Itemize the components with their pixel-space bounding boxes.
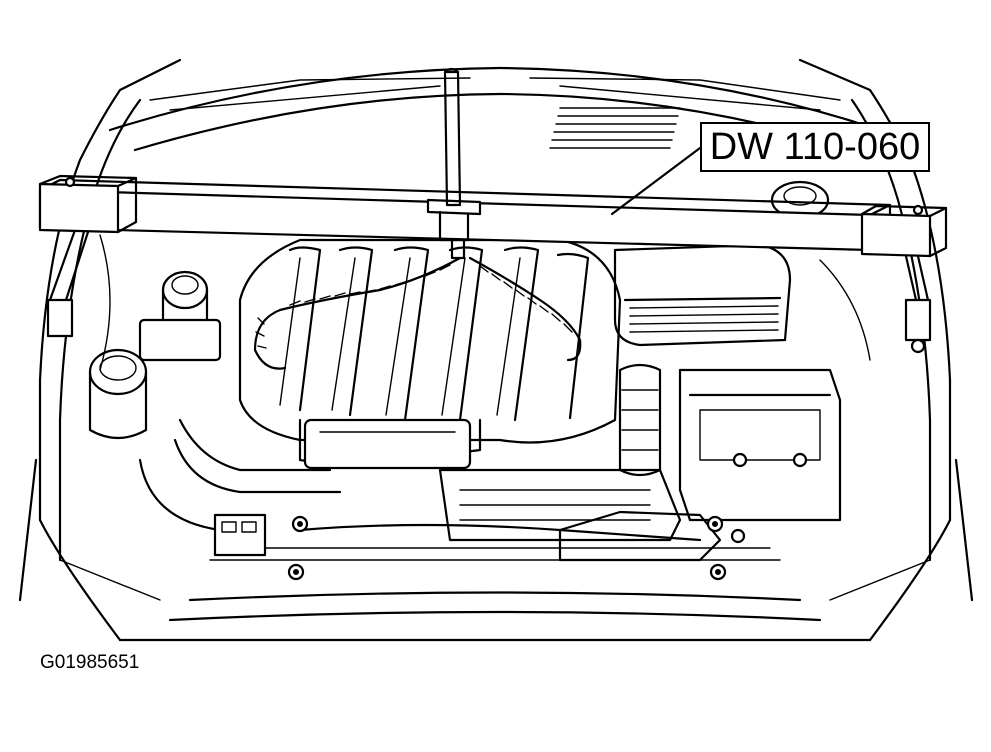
- support-bar-tool: [38, 67, 948, 260]
- intake-manifold: [238, 238, 622, 470]
- right-components: [613, 180, 932, 522]
- tool-number-callout: DW 110-060: [700, 122, 930, 172]
- lifting-chain: [253, 256, 582, 370]
- left-components: [46, 228, 342, 557]
- figure-id-label: G01985651: [40, 652, 140, 673]
- cowl-grille: [549, 107, 681, 149]
- engine-cover-front: [287, 468, 746, 581]
